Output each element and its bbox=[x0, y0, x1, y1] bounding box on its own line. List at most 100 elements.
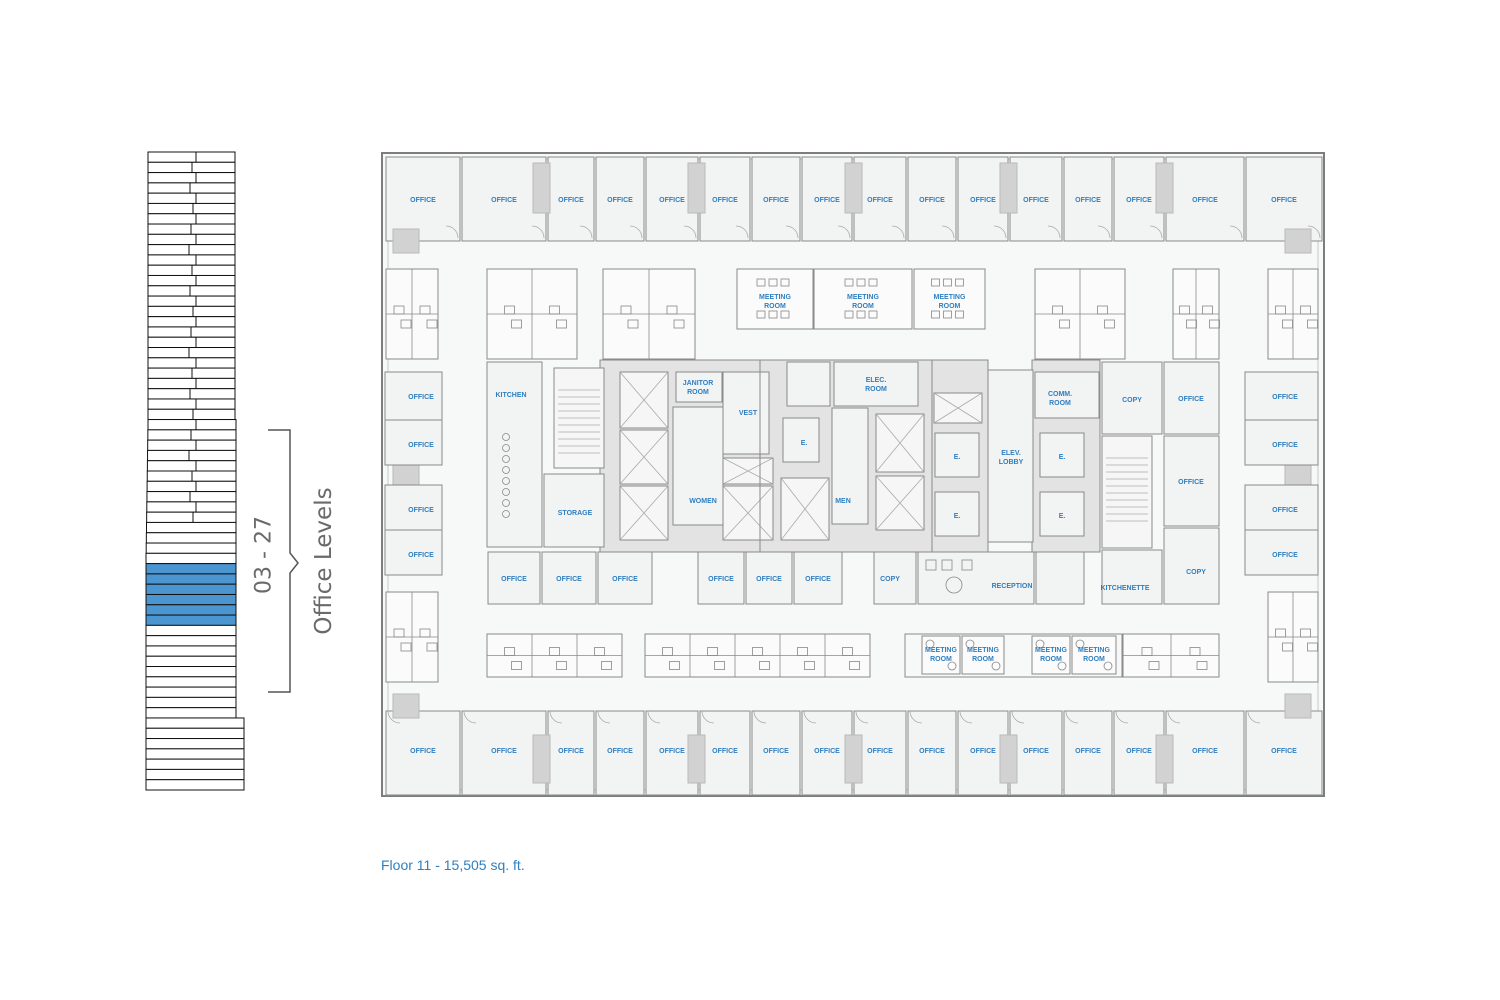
storage bbox=[543, 473, 605, 548]
chair-icon bbox=[925, 559, 937, 571]
storage-east bbox=[1035, 551, 1085, 605]
office-top-row bbox=[547, 156, 595, 242]
office-label: OFFICE bbox=[491, 748, 517, 755]
office-core bbox=[793, 551, 843, 605]
chair-icon bbox=[1282, 319, 1293, 329]
chair-icon bbox=[1186, 319, 1197, 329]
door-swing bbox=[387, 710, 401, 724]
shaft-cross bbox=[722, 457, 774, 485]
stool-icon bbox=[502, 510, 510, 518]
office-bottom-row bbox=[699, 710, 751, 796]
door-swing bbox=[837, 225, 851, 239]
shaft-cross bbox=[619, 429, 669, 485]
office-label: OFFICE bbox=[501, 576, 527, 583]
meeting-room bbox=[961, 635, 1005, 675]
stool-icon bbox=[502, 444, 510, 452]
office-levels-bracket bbox=[268, 429, 299, 693]
door-swing bbox=[1097, 225, 1111, 239]
chair-icon bbox=[673, 319, 685, 329]
elec-room bbox=[833, 361, 919, 407]
office-label: OFFICE bbox=[919, 197, 945, 204]
office-label: OFFICE bbox=[1075, 197, 1101, 204]
office-label: OFFICE bbox=[814, 197, 840, 204]
chair-icon bbox=[955, 310, 964, 319]
office-top-row bbox=[385, 156, 461, 242]
copy-room bbox=[873, 551, 917, 605]
office-east bbox=[1244, 529, 1319, 576]
office-label: OFFICE bbox=[408, 442, 434, 449]
room-label: COPY bbox=[880, 576, 900, 583]
room-label: COMM. bbox=[1048, 391, 1072, 398]
meeting-room-label: ROOM bbox=[1083, 656, 1105, 663]
office-label: OFFICE bbox=[491, 197, 517, 204]
elevator bbox=[1039, 491, 1085, 537]
door-swing bbox=[735, 225, 749, 239]
door-swing bbox=[647, 710, 661, 724]
door-swing bbox=[1149, 225, 1163, 239]
office-label: OFFICE bbox=[1192, 197, 1218, 204]
door-swing bbox=[1307, 225, 1321, 239]
stool-icon bbox=[502, 488, 510, 496]
meeting-room-label: ROOM bbox=[852, 303, 874, 310]
chair-icon bbox=[1209, 319, 1220, 329]
structural-column bbox=[392, 693, 420, 719]
door-swing bbox=[1115, 710, 1129, 724]
meeting-room-label: MEETING bbox=[759, 294, 791, 301]
room-label: JANITOR bbox=[683, 380, 714, 387]
office-label: OFFICE bbox=[1272, 552, 1298, 559]
office-label: OFFICE bbox=[1075, 748, 1101, 755]
office-label: OFFICE bbox=[408, 394, 434, 401]
chair-icon bbox=[1282, 642, 1293, 652]
door-swing bbox=[579, 225, 593, 239]
office-bottom-row bbox=[801, 710, 853, 796]
door-swing bbox=[1065, 710, 1079, 724]
office-east bbox=[1244, 484, 1319, 531]
office-label: OFFICE bbox=[1192, 748, 1218, 755]
chair-icon bbox=[756, 278, 766, 287]
office-east bbox=[1244, 419, 1319, 466]
meeting-room-label: MEETING bbox=[1035, 647, 1067, 654]
office-top-row bbox=[1165, 156, 1245, 242]
meeting-room-label: MEETING bbox=[934, 294, 966, 301]
office-label: OFFICE bbox=[712, 748, 738, 755]
chair-icon bbox=[1035, 639, 1045, 649]
office-bottom-row bbox=[1009, 710, 1063, 796]
chair-icon bbox=[991, 661, 1001, 671]
chair-icon bbox=[931, 278, 940, 287]
office-label: OFFICE bbox=[558, 748, 584, 755]
chair-icon bbox=[714, 661, 725, 670]
chair-icon bbox=[511, 661, 522, 670]
office-label: OFFICE bbox=[814, 748, 840, 755]
chair-icon bbox=[426, 319, 438, 329]
office-label: OFFICE bbox=[1272, 442, 1298, 449]
office-west bbox=[384, 419, 443, 466]
meeting-room-label: ROOM bbox=[930, 656, 952, 663]
door-swing bbox=[683, 225, 697, 239]
meeting-room bbox=[921, 635, 961, 675]
stool-icon bbox=[502, 455, 510, 463]
elevator bbox=[934, 491, 980, 537]
office-bottom-row bbox=[907, 710, 957, 796]
floor-caption: Floor 11 - 15,505 sq. ft. bbox=[381, 857, 525, 873]
chair-icon bbox=[1148, 661, 1160, 670]
womens-restroom bbox=[672, 406, 724, 526]
office-label: OFFICE bbox=[1023, 748, 1049, 755]
door-swing bbox=[445, 225, 459, 239]
chair-icon bbox=[1307, 319, 1318, 329]
office-bottom-row bbox=[1245, 710, 1323, 796]
structural-column bbox=[532, 734, 551, 784]
room-label: STORAGE bbox=[558, 510, 593, 517]
office-label: OFFICE bbox=[1126, 197, 1152, 204]
chair-icon bbox=[849, 661, 860, 670]
chair-icon bbox=[669, 661, 680, 670]
meeting-room bbox=[1031, 635, 1071, 675]
structural-column bbox=[844, 734, 863, 784]
chair-icon bbox=[780, 278, 790, 287]
office-top-row bbox=[907, 156, 957, 242]
office-top-row bbox=[751, 156, 801, 242]
meeting-room-label: MEETING bbox=[1078, 647, 1110, 654]
room-label: E. bbox=[1059, 513, 1066, 520]
chair-icon bbox=[955, 278, 964, 287]
building-stack bbox=[145, 151, 245, 791]
